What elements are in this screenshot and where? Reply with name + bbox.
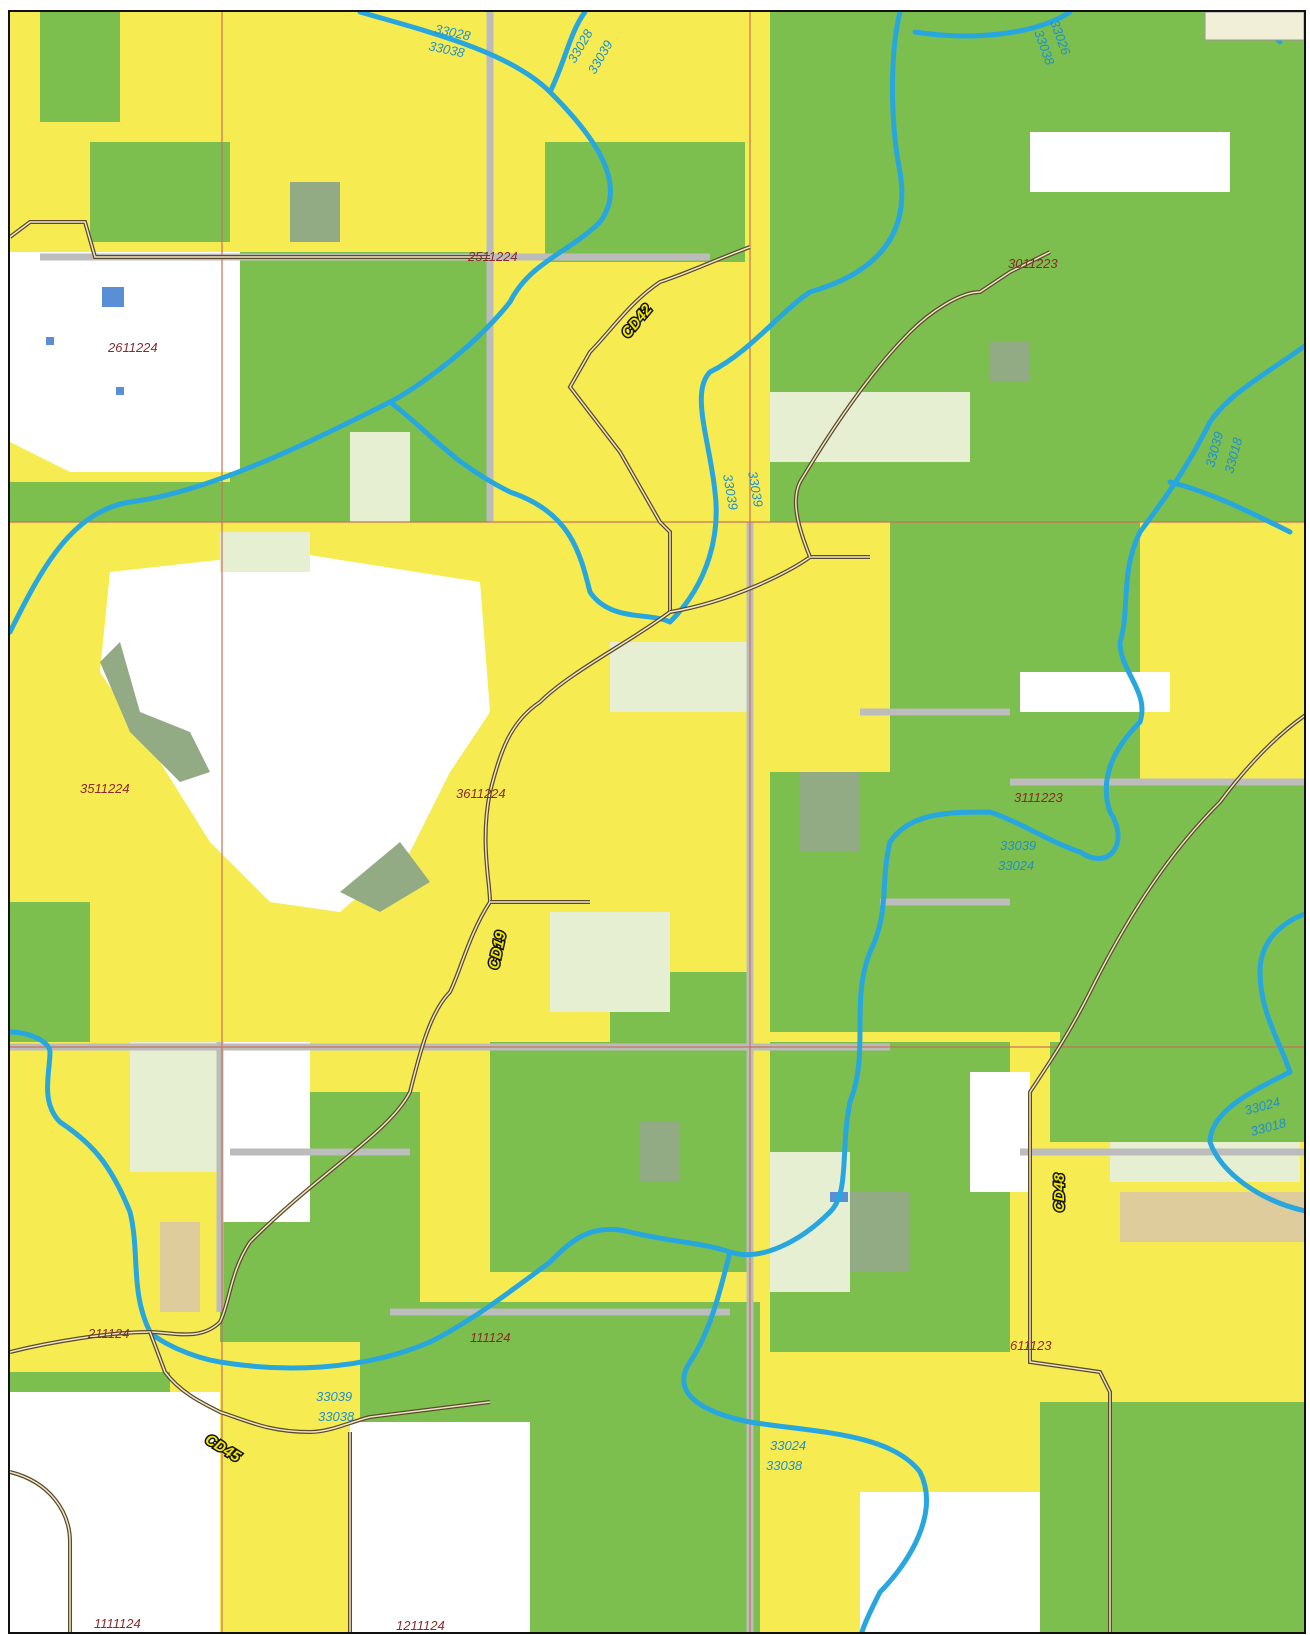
land-cover-shrub bbox=[800, 772, 860, 852]
land-cover-developed-area bbox=[10, 252, 240, 472]
land-cover-developed bbox=[1020, 672, 1170, 712]
land-cover-barren bbox=[160, 1222, 200, 1312]
watershed-label: 33024 bbox=[998, 858, 1034, 873]
land-cover-developed bbox=[220, 1042, 310, 1222]
section-label: 3611224 bbox=[456, 786, 506, 801]
section-label: 3511224 bbox=[80, 781, 130, 796]
land-cover-grassland bbox=[770, 392, 970, 462]
land-cover-shrub-edge bbox=[340, 842, 430, 912]
land-cover-layer bbox=[10, 12, 1304, 1632]
section-labels: 2511224 3011223 2611224 3511224 3611224 … bbox=[80, 249, 1063, 1632]
land-cover-shrub bbox=[990, 342, 1030, 382]
land-cover-shrub bbox=[640, 1122, 680, 1182]
water-pond bbox=[102, 287, 124, 307]
land-cover-developed bbox=[10, 1392, 220, 1632]
section-label: 211124 bbox=[87, 1326, 129, 1341]
land-cover-forest bbox=[490, 1042, 750, 1272]
section-label: 1211124 bbox=[396, 1618, 445, 1632]
road-shield-cd48: CD48 bbox=[1051, 1173, 1068, 1212]
road-shield-cd42: CD42 bbox=[618, 301, 656, 342]
corner-box bbox=[1204, 12, 1304, 41]
land-cover-grassland bbox=[550, 912, 670, 1012]
land-cover-grassland bbox=[130, 1042, 220, 1172]
water-pond bbox=[46, 337, 54, 345]
section-label: 1111124 bbox=[94, 1616, 141, 1631]
land-cover-developed-area bbox=[100, 552, 490, 912]
land-cover-grassland bbox=[610, 642, 750, 712]
road-shield-cd19: CD19 bbox=[485, 929, 510, 971]
watershed-label: 33024 bbox=[770, 1438, 806, 1453]
section-label: 3111223 bbox=[1014, 790, 1063, 805]
land-cover-map[interactable]: 2511224 3011223 2611224 3511224 3611224 … bbox=[10, 12, 1304, 1632]
watershed-label: 33038 bbox=[318, 1409, 355, 1424]
land-cover-developed bbox=[1030, 132, 1230, 192]
land-cover-forest bbox=[1040, 1402, 1304, 1632]
river-network bbox=[10, 12, 1304, 1632]
land-cover-shrub bbox=[850, 1192, 910, 1272]
land-cover-grassland bbox=[770, 1152, 850, 1292]
watershed-label: 33039 bbox=[720, 473, 741, 511]
land-cover-developed bbox=[970, 1072, 1030, 1192]
land-cover-forest bbox=[90, 142, 230, 242]
land-cover-grassland bbox=[350, 432, 410, 522]
land-cover-forest bbox=[10, 902, 90, 1042]
water-pond bbox=[116, 387, 124, 395]
land-cover-shrub-edge bbox=[100, 642, 210, 782]
land-cover-developed bbox=[350, 1422, 530, 1632]
land-cover-forest bbox=[40, 12, 120, 122]
county-roads bbox=[10, 220, 1304, 1632]
land-cover-forest bbox=[1060, 782, 1304, 1042]
section-label: 3011223 bbox=[1008, 256, 1058, 271]
section-label: 611123 bbox=[1010, 1338, 1052, 1353]
watershed-label: 33038 bbox=[766, 1458, 803, 1473]
land-cover-grassland bbox=[1110, 1142, 1300, 1182]
watershed-label: 33039 bbox=[745, 470, 766, 508]
section-label: 2611224 bbox=[107, 340, 158, 355]
land-cover-shrub bbox=[290, 182, 340, 242]
section-label: 111124 bbox=[470, 1330, 511, 1345]
land-cover-forest bbox=[1050, 1042, 1304, 1142]
watershed-label: 33039 bbox=[1000, 838, 1036, 853]
land-cover-developed bbox=[860, 1492, 1040, 1632]
section-label: 2511224 bbox=[467, 249, 518, 264]
watershed-label: 33039 bbox=[316, 1389, 352, 1404]
land-cover-grass-edge bbox=[220, 532, 310, 572]
map-frame[interactable]: 2511224 3011223 2611224 3511224 3611224 … bbox=[8, 10, 1306, 1634]
